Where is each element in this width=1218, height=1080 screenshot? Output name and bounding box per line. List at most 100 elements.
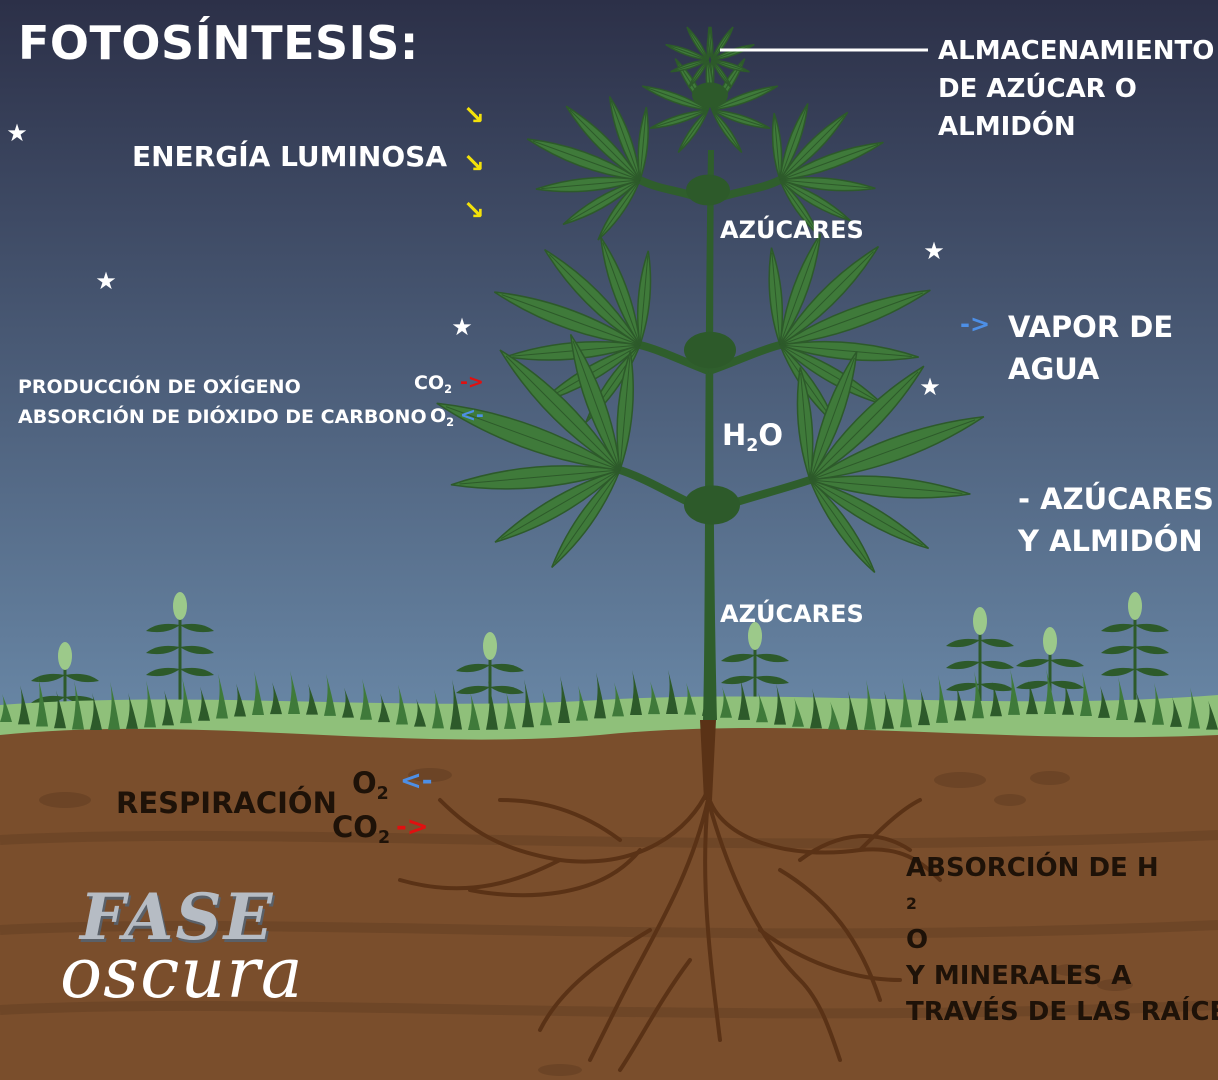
bud	[1128, 592, 1142, 620]
fan-leaf	[526, 96, 649, 241]
star-icon: ★	[919, 373, 941, 401]
root-branch	[468, 848, 642, 898]
grass-blade	[126, 692, 138, 729]
grass-blade	[594, 672, 606, 719]
root-o2-formula: O2	[352, 766, 389, 805]
less-label-line: - AZÚCARES	[1018, 482, 1214, 516]
grass-band	[0, 668, 1218, 740]
formula-subscript: 2	[376, 784, 389, 805]
leaf-cluster	[692, 82, 728, 108]
vapor-arrow-icon: ->	[960, 310, 991, 338]
storage-label-line: ALMACENAMIENTO	[938, 36, 1215, 66]
grass-blade	[1098, 685, 1110, 718]
grass-blade	[1062, 681, 1074, 715]
leaf-co2-formula: CO2	[414, 372, 452, 397]
background-plant	[946, 607, 1014, 705]
grass-blade	[810, 688, 822, 729]
grass-blade	[54, 690, 66, 729]
fan-leaf	[768, 233, 931, 426]
root-branch	[706, 798, 842, 1062]
leaf-cluster	[684, 485, 740, 525]
bud	[173, 592, 187, 620]
root-co2-out-arrow-icon: ->	[396, 812, 429, 842]
grass-blade	[918, 688, 930, 726]
leaf-cluster	[684, 331, 736, 369]
soil-spot	[1097, 979, 1133, 991]
grass-blade	[414, 698, 426, 727]
vapor-label-line: AGUA	[1008, 352, 1100, 386]
grass-blade	[108, 681, 120, 730]
logo-word-fase: FASE	[80, 880, 275, 955]
grass-blade	[864, 679, 876, 730]
root-branch	[858, 798, 922, 852]
absorption-text: O	[906, 925, 929, 955]
grass-blade	[720, 686, 732, 718]
root-branch	[758, 928, 902, 982]
grass-blade	[846, 690, 858, 730]
formula-base: CO	[332, 810, 378, 844]
grass-blade	[882, 690, 894, 729]
soil-spot	[538, 1064, 582, 1076]
grass-blade	[900, 678, 912, 728]
formula-base: CO	[414, 372, 445, 394]
grass-blade	[828, 701, 840, 730]
root-branch	[588, 798, 710, 1062]
grass-blade	[1134, 691, 1146, 723]
absorption-line-2: Y MINERALES A	[906, 961, 1132, 991]
absorption-line-3: TRAVÉS DE LAS RAÍCES	[906, 997, 1218, 1027]
formula-subscript: 2	[906, 895, 917, 913]
grass-blade	[774, 683, 786, 725]
grass-blade	[504, 691, 516, 729]
less-sugars-label: - AZÚCARES Y ALMIDÓN	[1018, 478, 1214, 562]
background-plant	[146, 592, 214, 700]
soil-layers	[0, 768, 1218, 1076]
grass-blade	[1080, 671, 1092, 716]
grass-blade	[396, 684, 408, 725]
grass-blade	[324, 673, 336, 716]
root-branch	[798, 834, 912, 862]
grass-blade	[738, 677, 750, 720]
light-energy-label: ENERGÍA LUMINOSA	[132, 140, 447, 173]
leaf-cluster	[686, 174, 730, 206]
grass-blade	[486, 680, 498, 730]
sugars-lower-label: AZÚCARES	[720, 600, 864, 628]
grass-blade	[162, 690, 174, 726]
soil-layer-line	[0, 830, 1218, 849]
formula-base: H	[722, 418, 747, 452]
grass-blade	[1026, 680, 1038, 715]
grass-blade	[792, 697, 804, 727]
soil	[0, 715, 1218, 1080]
grass-blade	[576, 685, 588, 721]
grass-blade	[144, 680, 156, 728]
o2-in-arrow-icon: <-	[460, 404, 484, 426]
grass-blade	[936, 674, 948, 723]
grass-blade	[72, 680, 84, 730]
water-vapor-label: VAPOR DE AGUA	[1008, 306, 1173, 390]
grass-blade	[1116, 677, 1128, 721]
grass-blade	[1188, 687, 1200, 729]
root-branch	[498, 798, 622, 842]
light-ray-icon: ↘	[463, 196, 485, 226]
formula-subscript: 2	[446, 414, 455, 429]
grass-blade	[1206, 700, 1218, 730]
plant-branch	[708, 341, 784, 374]
root-co2-formula: CO2	[332, 810, 390, 849]
bud	[973, 607, 987, 635]
stars: ★★★★★	[6, 119, 945, 401]
grass-blade	[306, 683, 318, 715]
grass-blade	[954, 684, 966, 721]
grass-blade	[558, 675, 570, 723]
grass-blade	[684, 682, 696, 715]
light-ray-icon: ↘	[463, 149, 485, 179]
grass-blade	[990, 681, 1002, 717]
grass-blade	[612, 682, 624, 717]
formula-tail: O	[758, 418, 784, 452]
root-branch	[618, 958, 692, 1072]
sugars-upper-label: AZÚCARES	[720, 216, 864, 244]
formula-subscript: 2	[746, 436, 759, 457]
grass-blade	[972, 671, 984, 719]
soil-layer-line	[0, 1000, 1218, 1019]
